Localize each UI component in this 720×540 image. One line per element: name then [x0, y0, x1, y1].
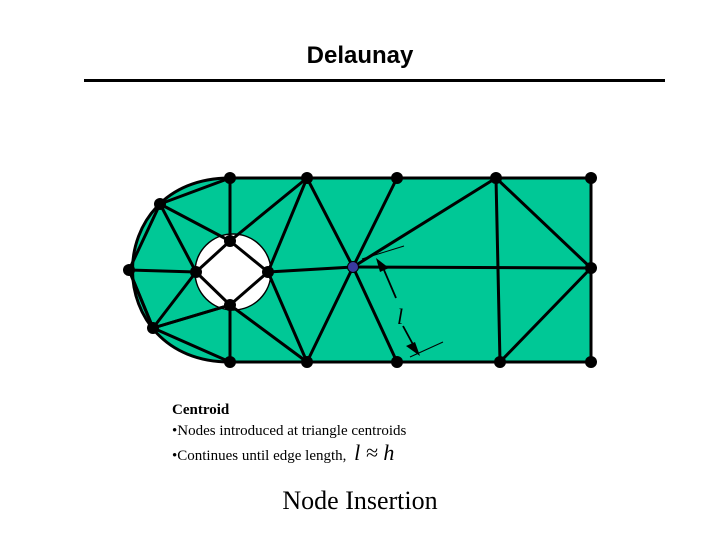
caption-block: Centroid •Nodes introduced at triangle c… — [172, 400, 406, 467]
mesh-node — [494, 356, 506, 368]
caption-bullet-2: •Continues until edge length, — [172, 448, 347, 464]
inserted-centroid-node — [347, 261, 359, 273]
mesh-node — [391, 172, 403, 184]
mesh-node — [224, 172, 236, 184]
caption-bullet-1: •Nodes introduced at triangle centroids — [172, 423, 407, 439]
edge-length-label: l — [397, 304, 403, 329]
mesh-node — [490, 172, 502, 184]
arrow-shaft — [383, 269, 397, 299]
arrow-head — [406, 342, 420, 356]
mesh-node — [224, 235, 236, 247]
mesh-edge — [351, 265, 593, 270]
mesh-node — [123, 264, 135, 276]
mesh-node — [585, 356, 597, 368]
mesh-edge — [266, 265, 355, 274]
leader-line — [409, 341, 444, 358]
edge-length-relation: l ≈ h — [354, 440, 395, 465]
mesh-node — [147, 322, 159, 334]
mesh-edge — [158, 202, 232, 243]
mesh-edge — [158, 176, 232, 206]
mesh-node — [585, 172, 597, 184]
mesh-edge — [127, 268, 155, 330]
mesh-edge — [228, 176, 309, 243]
title-divider — [84, 79, 665, 82]
mesh-edge — [305, 176, 355, 269]
leader-line — [361, 245, 405, 260]
mesh-edge — [158, 202, 198, 274]
slide-footer-title: Node Insertion — [282, 486, 438, 515]
mesh-node — [391, 356, 403, 368]
caption-heading: Centroid — [172, 402, 230, 418]
caption-bullet-2-row: •Continues until edge length, l ≈ h — [172, 442, 406, 467]
mesh-edge — [228, 239, 270, 274]
mesh-node — [585, 262, 597, 274]
mesh-edge — [351, 265, 399, 364]
mesh-edge — [228, 303, 309, 364]
mesh-edge — [351, 176, 498, 269]
mesh-edge — [266, 176, 309, 274]
mesh-edge — [351, 176, 399, 269]
mesh-edge — [194, 270, 232, 307]
mesh-edge — [151, 303, 232, 330]
mesh-edge — [494, 176, 593, 270]
mesh-node — [301, 356, 313, 368]
mesh-node — [154, 198, 166, 210]
mesh-node — [224, 356, 236, 368]
mesh-edge — [305, 265, 355, 364]
mesh-edges — [127, 176, 593, 364]
mesh-edge — [127, 202, 162, 272]
mesh-node — [301, 172, 313, 184]
mesh-edge — [498, 266, 593, 364]
mesh-edge — [228, 270, 270, 307]
mesh-node — [190, 266, 202, 278]
mesh-edge — [151, 270, 198, 330]
mesh-nodes — [123, 172, 597, 368]
mesh-node — [262, 266, 274, 278]
mesh-edge — [266, 270, 309, 364]
mesh-edge — [151, 326, 232, 364]
edge-length-indicator — [361, 245, 444, 358]
mesh-edge — [127, 268, 198, 274]
slide-title: Delaunay — [306, 42, 414, 69]
arrow-head — [376, 258, 389, 272]
mesh-edge — [194, 239, 232, 274]
mesh-node — [224, 299, 236, 311]
mesh-edge — [494, 176, 502, 364]
